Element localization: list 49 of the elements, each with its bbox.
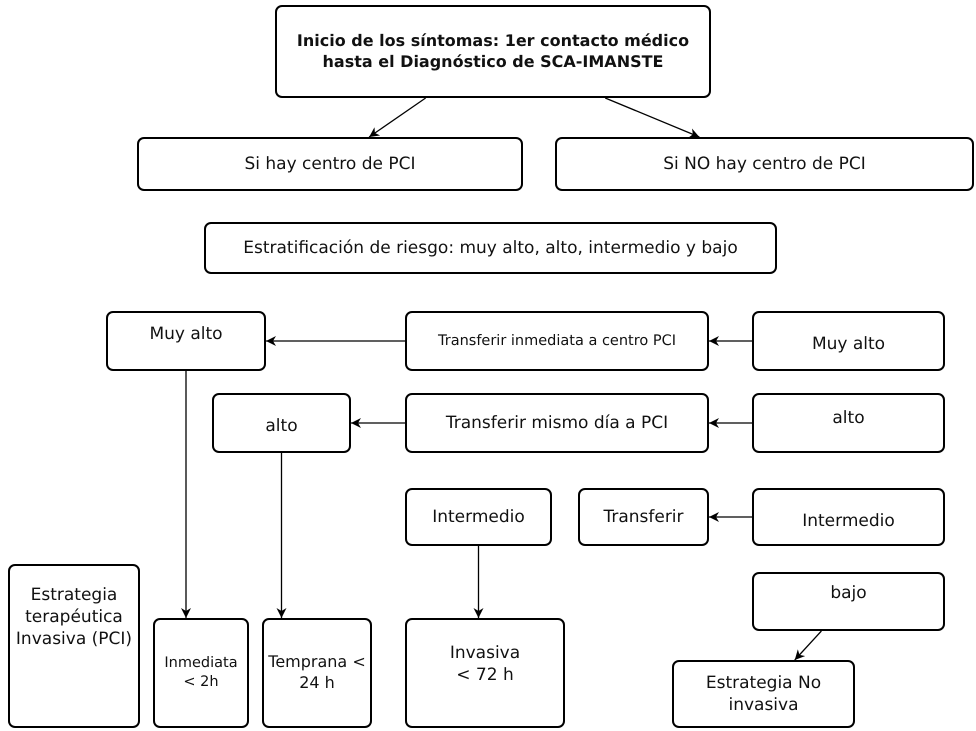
node-text: Transferir xyxy=(603,506,684,528)
node-text: Transferir mismo día a PCI xyxy=(446,412,668,434)
node-text: Estrategia No invasiva xyxy=(704,672,822,716)
process-box xyxy=(752,393,945,453)
process-box xyxy=(204,222,777,274)
node-text: Muy alto xyxy=(812,332,886,356)
process-box xyxy=(405,618,565,728)
node-text: Estrategia terapéutica Invasiva (PCI) xyxy=(14,584,134,650)
process-box xyxy=(405,311,709,371)
node-text: Si NO hay centro de PCI xyxy=(663,152,866,176)
process-box xyxy=(405,393,709,453)
process-box xyxy=(137,137,523,191)
arrow xyxy=(709,336,752,346)
arrow xyxy=(794,630,822,660)
node-text: Transferir inmediata a centro PCI xyxy=(438,332,676,350)
arrow xyxy=(604,97,700,138)
arrow xyxy=(709,512,752,522)
arrow xyxy=(351,418,405,428)
process-box xyxy=(405,488,552,546)
arrow xyxy=(276,453,286,618)
process-box xyxy=(752,572,945,631)
node-text: Inicio de los síntomas: 1er contacto médico hasta el Diagnóstico de SCA-IMANSTE xyxy=(296,30,690,72)
arrow xyxy=(368,97,426,138)
process-box xyxy=(8,564,140,728)
process-box xyxy=(262,618,372,728)
arrow xyxy=(474,546,484,618)
node-text: Intermedio xyxy=(432,506,525,528)
process-box xyxy=(106,311,266,371)
node-text: Inmediata < 2h xyxy=(163,654,239,692)
node-text: alto xyxy=(832,407,865,430)
node-text: Invasiva < 72 h xyxy=(448,642,522,686)
node-text: Si hay centro de PCI xyxy=(244,152,416,176)
node-text: alto xyxy=(265,414,298,438)
arrow xyxy=(181,371,191,618)
process-box xyxy=(555,137,974,191)
node-text: Intermedio xyxy=(802,510,895,532)
process-box xyxy=(578,488,709,546)
node-text: Estratificación de riesgo: muy alto, alto, intermedio y bajo xyxy=(243,236,738,260)
process-box xyxy=(212,393,351,453)
process-box xyxy=(752,311,945,371)
process-box xyxy=(752,488,945,546)
arrow xyxy=(709,418,752,428)
process-box xyxy=(672,660,855,728)
node-text: Temprana < 24 h xyxy=(268,652,366,694)
arrow xyxy=(266,336,405,346)
node-text: Muy alto xyxy=(149,323,223,346)
title-box xyxy=(275,5,711,98)
node-text: bajo xyxy=(830,582,867,604)
process-box xyxy=(153,618,249,728)
